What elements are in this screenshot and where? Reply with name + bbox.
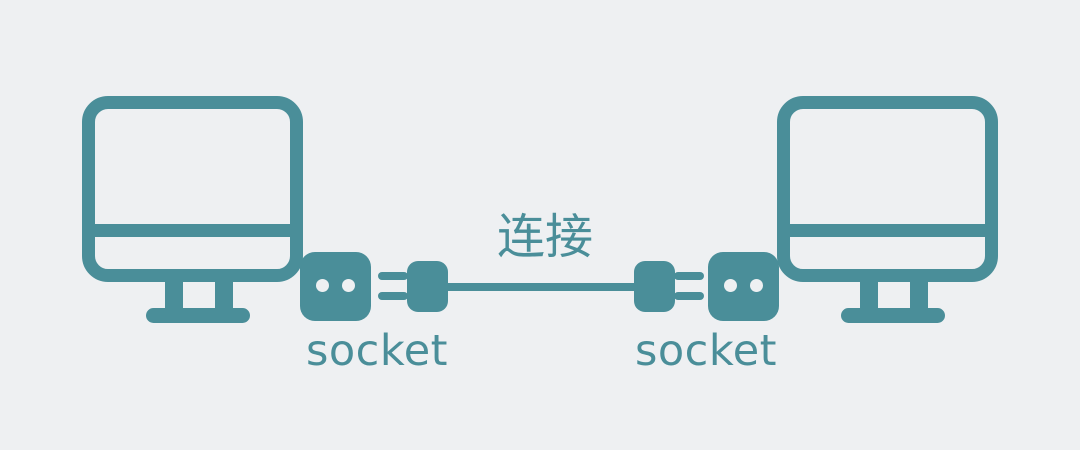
plug-icon-right <box>634 261 704 312</box>
plug-prong <box>378 292 408 300</box>
socket-hole <box>342 279 355 292</box>
socket-label-left: socket <box>305 326 449 376</box>
cable-line <box>444 283 638 291</box>
socket-hole <box>316 279 329 292</box>
plug-body <box>407 261 448 312</box>
monitor-stand-base <box>841 308 945 323</box>
socket-hole <box>724 279 737 292</box>
monitor-icon-left <box>82 96 303 326</box>
socket-icon-right <box>708 252 779 321</box>
monitor-frame <box>82 96 303 282</box>
connection-label: 连接 <box>496 209 593 265</box>
plug-icon-left <box>378 261 448 312</box>
socket-hole <box>750 279 763 292</box>
monitor-stand-base <box>146 308 250 323</box>
monitor-stand-leg <box>910 278 928 312</box>
plug-prong <box>378 272 408 280</box>
plug-prong <box>674 272 704 280</box>
socket-label-right: socket <box>634 326 778 376</box>
plug-prong <box>674 292 704 300</box>
plug-body <box>634 261 675 312</box>
monitor-separator <box>82 224 303 237</box>
monitor-stand-leg <box>165 278 183 312</box>
monitor-separator <box>777 224 998 237</box>
socket-icon-left <box>300 252 371 321</box>
monitor-stand-leg <box>860 278 878 312</box>
monitor-frame <box>777 96 998 282</box>
monitor-stand-leg <box>215 278 233 312</box>
monitor-icon-right <box>777 96 998 326</box>
